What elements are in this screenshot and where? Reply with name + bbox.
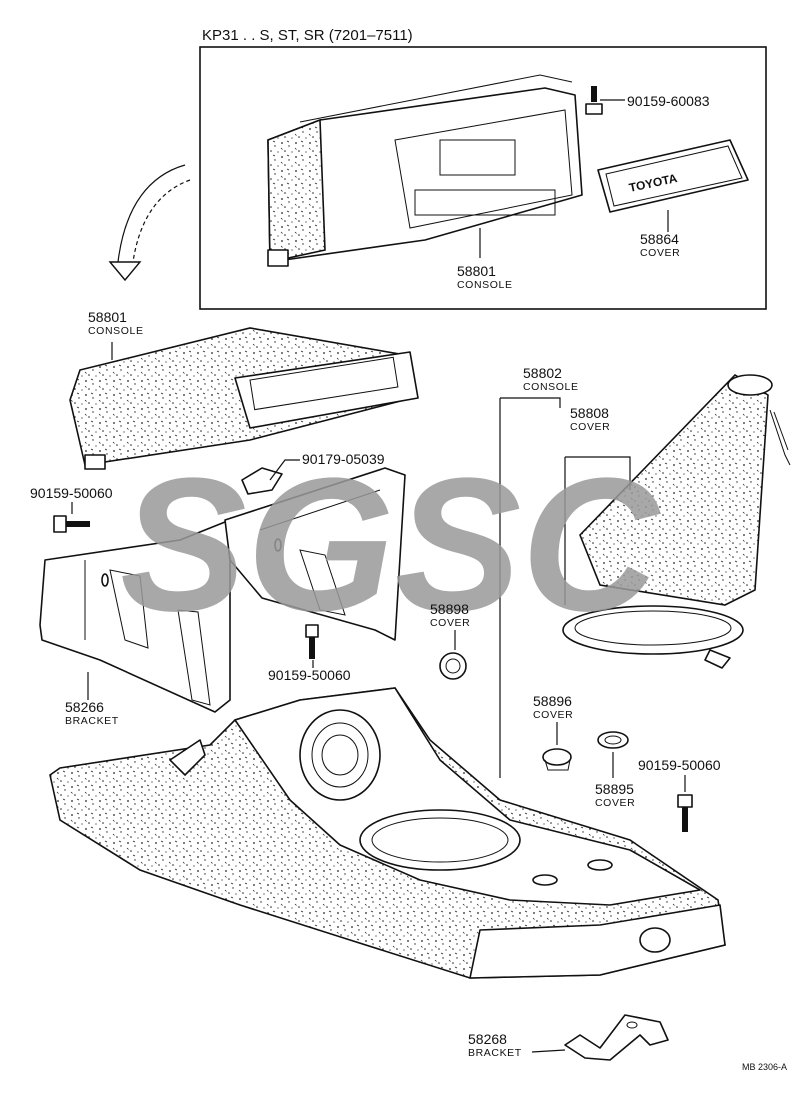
screw-icon [305, 624, 319, 659]
part-name-inset-cover: COVER [640, 247, 680, 259]
inset-cover-drawing: TOYOTA [597, 139, 749, 213]
cover-58895-icon [597, 731, 629, 749]
part-name-boot-cover: COVER [570, 421, 610, 433]
part-labels: 90159-60083 58864 COVER 58801 CONSOLE 58… [30, 93, 787, 1072]
part-number-upper-console: 58801 [88, 309, 127, 325]
part-number-boot-cover: 58808 [570, 405, 609, 421]
bracket-main-drawing [39, 467, 406, 713]
part-name-bracket-main: BRACKET [65, 715, 119, 727]
screw-icon [585, 86, 603, 115]
screw-icon [677, 794, 693, 832]
boot-cover-drawing [562, 373, 791, 669]
screw-icon [53, 515, 90, 533]
model-range-header: KP31 . . S, ST, SR (7201–7511) [202, 27, 413, 44]
part-number-cover-58896: 58896 [533, 693, 572, 709]
inset-console-drawing [267, 74, 583, 267]
watermark: SGSC [120, 439, 661, 651]
part-name-cover-58898: COVER [430, 617, 470, 629]
part-number-inset-screw: 90159-60083 [627, 93, 710, 109]
part-name-upper-console: CONSOLE [88, 325, 144, 337]
bracket-small-drawing [564, 1014, 669, 1061]
part-number-screw-mid: 90159-50060 [268, 667, 351, 683]
part-number-clip: 90179-05039 [302, 451, 385, 467]
part-name-cover-58896: COVER [533, 709, 573, 721]
part-number-screw-left: 90159-50060 [30, 485, 113, 501]
clip-icon [241, 467, 283, 495]
part-number-bracket-main: 58266 [65, 699, 104, 715]
part-number-screw-right: 90159-50060 [638, 757, 721, 773]
part-number-inset-console: 58801 [457, 263, 496, 279]
part-name-cover-58895: COVER [595, 797, 635, 809]
part-number-console-main: 58802 [523, 365, 562, 381]
console-main-drawing [49, 687, 726, 979]
svg-text:SGSC: SGSC [120, 439, 661, 651]
upper-console-drawing [69, 327, 419, 470]
part-number-inset-cover: 58864 [640, 231, 679, 247]
curved-arrow-icon [108, 164, 191, 282]
diagram-code: MB 2306-A [742, 1062, 787, 1072]
part-name-inset-console: CONSOLE [457, 279, 513, 291]
part-name-bracket-small: BRACKET [468, 1047, 522, 1059]
cover-58896-icon [542, 748, 572, 771]
part-number-cover-58898: 58898 [430, 601, 469, 617]
inset-frame [199, 46, 767, 310]
part-name-console-main: CONSOLE [523, 381, 579, 393]
cover-58898-icon [439, 652, 467, 680]
part-number-cover-58895: 58895 [595, 781, 634, 797]
part-number-bracket-small: 58268 [468, 1031, 507, 1047]
